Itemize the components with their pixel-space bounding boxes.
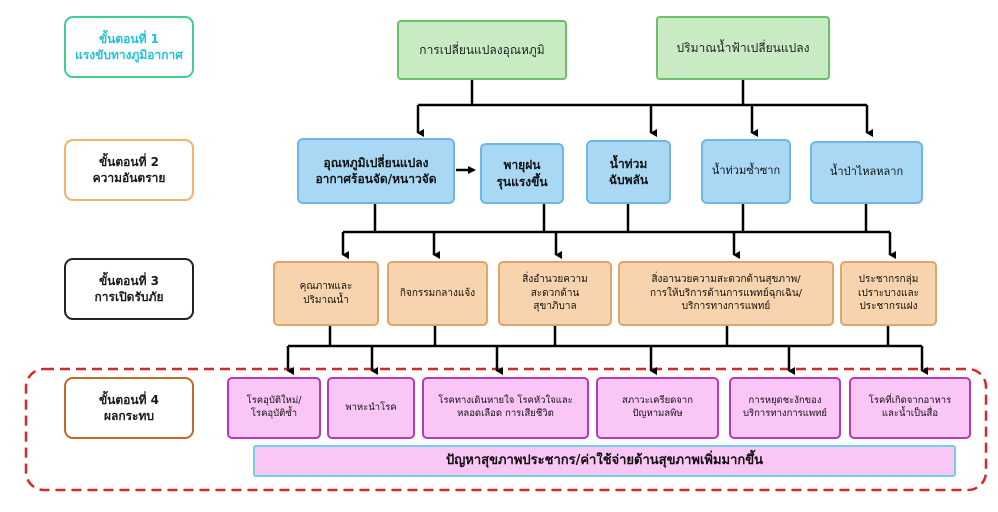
stage-3-number: ขั้นตอนที่ 3	[98, 273, 160, 288]
exposure-vulnerable-population: ประชากรกลุ่ม เปราะบางและ ประชากรแฝง	[840, 261, 937, 326]
impact-emerging-diseases: โรคอุบัติใหม่/ โรคอุบัติซ้ำ	[227, 377, 321, 439]
stage-3-label: ขั้นตอนที่ 3 การเปิดรับภัย	[64, 258, 194, 320]
impact-medical-service-disruption: การหยุดชะงักของ บริการทางการแพทย์	[729, 377, 841, 439]
stage-3-title: การเปิดรับภัย	[94, 290, 164, 304]
exposure-outdoor-activities: กิจกรรมกลางแจ้ง	[387, 261, 488, 326]
hazard-recurrent-flood: น้ำท่วมซ้ำซาก	[701, 139, 791, 204]
stage-4-title: ผลกระทบ	[103, 409, 155, 423]
exposure-water-quality: คุณภาพและ ปริมาณน้ำ	[273, 261, 379, 326]
impact-pollution-stress: สภาวะเครียดจาก ปัญหามลพิษ	[596, 377, 719, 439]
stage-1-label: ขั้นตอนที่ 1 แรงขับทางภูมิอากาศ	[64, 16, 194, 78]
stage-2-title: ความอันตราย	[92, 171, 166, 185]
stage-2-number: ขั้นตอนที่ 2	[98, 154, 160, 169]
impact-respiratory-cardiovascular: โรคทางเดินหายใจ โรคหัวใจและ หลอดเลือด กา…	[422, 377, 589, 439]
impact-food-water-borne-disease: โรคที่เกิดจากอาหาร และน้ำเป็นสื่อ	[849, 377, 971, 439]
impact-region-border	[24, 367, 988, 492]
stage-4-number: ขั้นตอนที่ 4	[98, 392, 160, 407]
hazard-runoff-flood: น้ำป่าไหลหลาก	[810, 141, 923, 204]
impact-disease-vectors: พาหะนำโรค	[327, 377, 415, 439]
hazard-severe-storms: พายุฝน รุนแรงขึ้น	[480, 143, 564, 204]
stage-1-title: แรงขับทางภูมิอากาศ	[75, 48, 183, 62]
exposure-health-facilities: สิ่งอานวยความสะดวกด้านสุขภาพ/ การให้บริก…	[618, 261, 834, 326]
stage-2-label: ขั้นตอนที่ 2 ความอันตราย	[64, 139, 194, 201]
driver-temperature-change: การเปลี่ยนแปลงอุณหภูมิ	[397, 20, 567, 80]
stage-4-label: ขั้นตอนที่ 4 ผลกระทบ	[64, 377, 194, 439]
stage-1-number: ขั้นตอนที่ 1	[98, 31, 160, 46]
hazard-flash-flood: น้ำท่วม ฉับพลัน	[586, 140, 671, 204]
exposure-sanitation-facilities: สิ่งอำนวยความ สะดวกด้าน สุขาภิบาล	[498, 261, 612, 326]
outcome-banner: ปัญหาสุขภาพประชากร/ค่าใช้จ่ายด้านสุขภาพเ…	[253, 445, 956, 477]
driver-precipitation-change: ปริมาณน้ำฟ้าเปลี่ยนแปลง	[656, 16, 830, 80]
hazard-temperature-extremes: อุณหภูมิเปลี่ยนแปลง อากาศร้อนจัด/หนาวจัด	[297, 138, 455, 204]
